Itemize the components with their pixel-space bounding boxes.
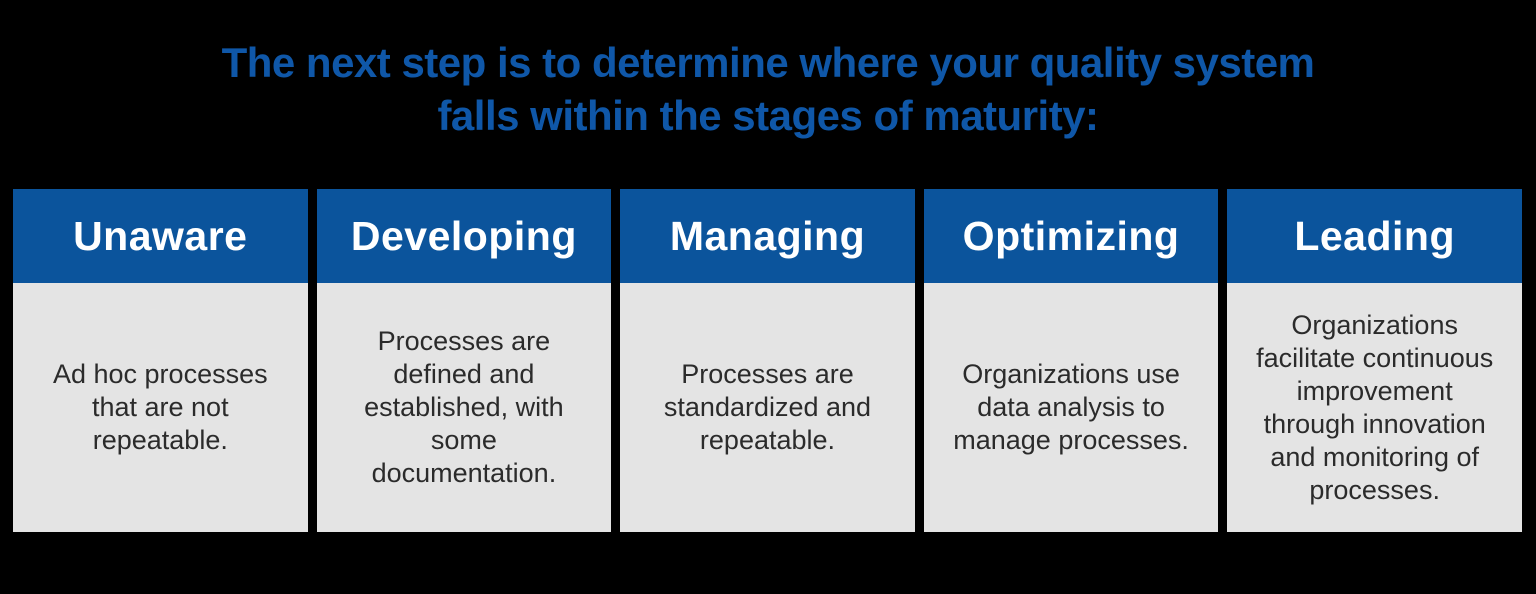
stage-card-body: Processes are standardized and repeatabl…	[620, 283, 915, 532]
stage-card-body: Ad hoc processes that are not repeatable…	[13, 283, 308, 532]
stage-card-developing: Developing Processes are defined and est…	[316, 189, 612, 532]
page-title: The next step is to determine where your…	[221, 39, 1315, 139]
stage-card-unaware: Unaware Ad hoc processes that are not re…	[13, 189, 308, 532]
stage-card-header: Managing	[620, 189, 915, 283]
stage-card-description: Processes are defined and established, w…	[364, 326, 564, 488]
stage-card-body: Organizations use data analysis to manag…	[923, 283, 1219, 532]
stage-card-body: Organizations facilitate continuous impr…	[1227, 283, 1522, 532]
stage-card-description: Processes are standardized and repeatabl…	[663, 359, 872, 455]
stage-card-description: Organizations use data analysis to manag…	[953, 359, 1189, 455]
stage-card-header: Optimizing	[923, 189, 1219, 283]
stage-card-body: Processes are defined and established, w…	[316, 283, 612, 532]
stage-card-description: Ad hoc processes that are not repeatable…	[52, 359, 268, 455]
stages-row: Unaware Ad hoc processes that are not re…	[13, 189, 1522, 532]
stage-card-header: Unaware	[13, 189, 308, 283]
stage-card-managing: Managing Processes are standardized and …	[620, 189, 915, 532]
stage-card-header: Developing	[316, 189, 612, 283]
stage-card-optimizing: Optimizing Organizations use data analys…	[923, 189, 1219, 532]
stage-card-description: Organizations facilitate continuous impr…	[1256, 309, 1494, 505]
stage-card-leading: Leading Organizations facilitate continu…	[1227, 189, 1522, 532]
stage-card-header: Leading	[1227, 189, 1522, 283]
